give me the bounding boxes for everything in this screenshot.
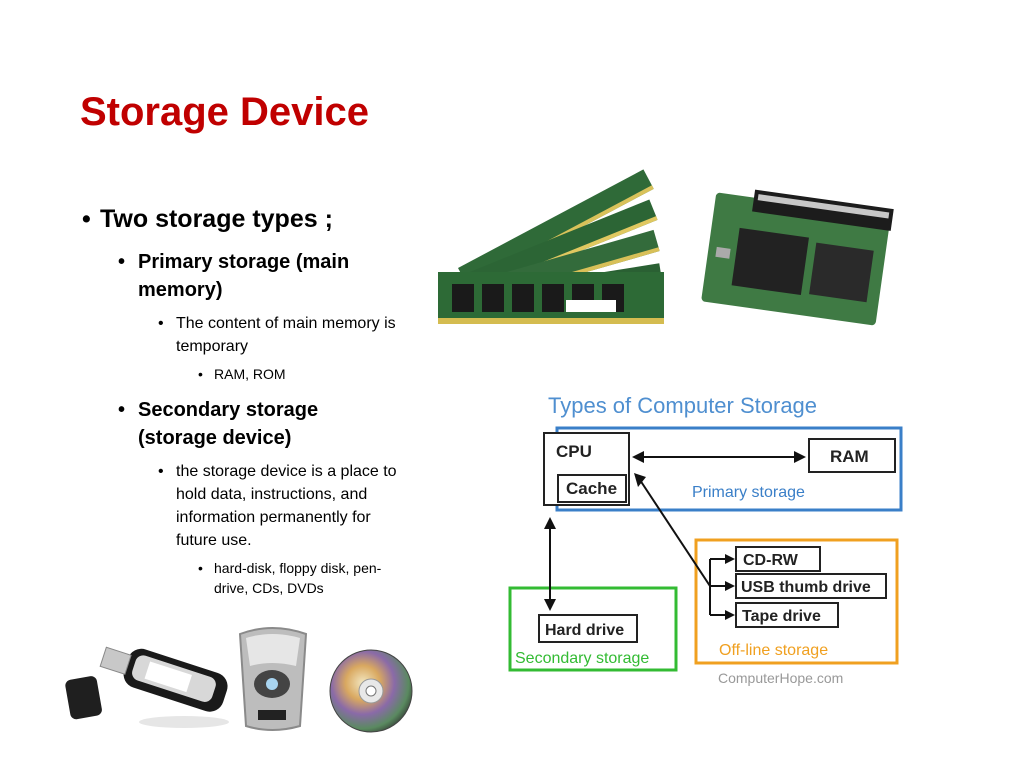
usb-flash-drive-icon [65,646,229,728]
bullet-primary-description: The content of main memory is temporary [158,312,406,358]
cdrw-box [735,546,821,572]
cd-disc-icon [329,649,413,733]
storage-types-diagram: Types of Computer Storage Primary storag… [500,385,912,690]
tape-box [735,602,839,628]
tape-label: Tape drive [742,608,821,625]
bullet-primary-examples: RAM, ROM [198,364,414,384]
bullet-secondary-storage: Secondary storage (storage device) [118,396,378,452]
secondary-storage-label: Secondary storage [515,650,649,667]
offline-storage-label: Off-line storage [719,642,828,659]
arrow-head-tape [725,610,735,620]
slide-title: Storage Device [80,90,370,134]
diagram-title: Types of Computer Storage [548,393,817,418]
bullet-list: Two storage types ; Primary storage (mai… [80,205,440,610]
offline-storage-frame [694,538,899,665]
arrow-head-up [544,517,556,529]
arrow-head-down [544,599,556,611]
arrow-head-cdrw [725,554,735,564]
bullet-secondary-description: the storage device is a place to hold da… [158,460,406,552]
cdrw-label: CD-RW [743,552,799,569]
hard-drive-box [538,614,638,643]
primary-storage-label: Primary storage [692,484,805,501]
hard-drive-label: Hard drive [545,622,624,639]
arrow-head-usb [725,581,735,591]
usb-box [735,573,887,599]
cpu-label: CPU [556,442,592,461]
cache-label: Cache [566,479,617,498]
usb-label: USB thumb drive [741,579,871,596]
ram-label: RAM [830,447,869,466]
cache-box [557,474,627,503]
bullet-two-storage-types: Two storage types ; [82,205,440,234]
flash-chip-board-icon [701,189,894,326]
bullet-primary-storage: Primary storage (main memory) [118,248,378,304]
arrow-head-right [794,451,806,463]
ram-box [808,438,896,473]
bullet-secondary-examples: hard-disk, floppy disk, pen-drive, CDs, … [198,558,414,598]
ram-modules-icon [438,169,664,324]
diagram-credit: ComputerHope.com [718,670,843,686]
mp3-player-icon [238,627,308,731]
secondary-storage-frame [508,586,678,672]
arrow-head-left [632,451,644,463]
arrow-head-cache [634,473,646,487]
